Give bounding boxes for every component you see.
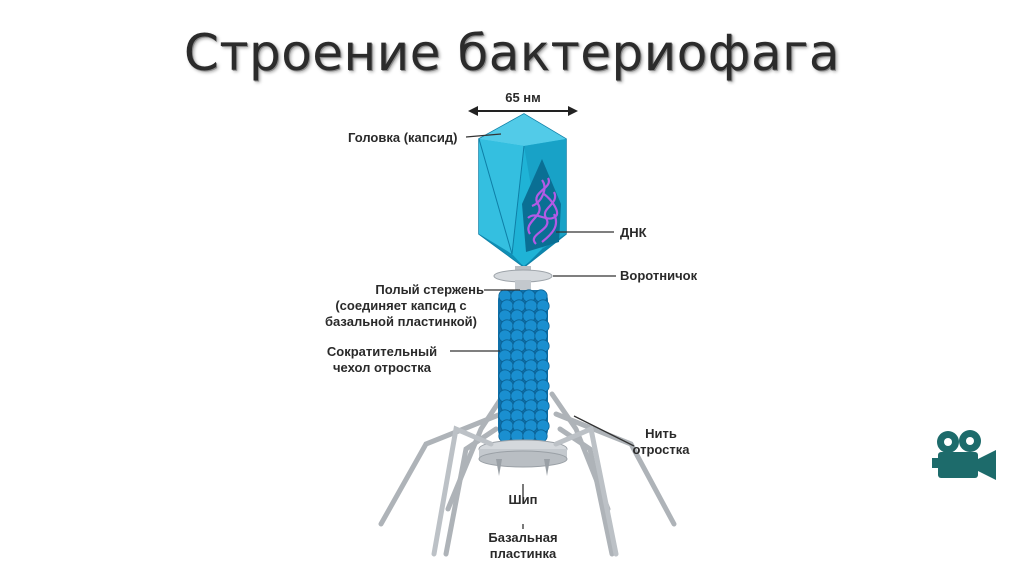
base-label-line1: Базальная (488, 530, 558, 545)
rod-label-line2: (соединяет капсид с (335, 298, 467, 313)
leader-lines (450, 133, 635, 529)
dna-label: ДНК (620, 225, 647, 240)
size-arrow (468, 106, 578, 116)
tail-sheath (498, 289, 550, 443)
rod-label-line1: Полый стержень (375, 282, 484, 297)
page-title: Строение бактериофага (183, 24, 841, 82)
spike-label: Шип (508, 492, 538, 507)
fiber-label-line2: отростка (632, 442, 690, 457)
collar (493, 266, 553, 290)
video-button[interactable] (932, 428, 1000, 484)
bacteriophage-illustration (378, 106, 677, 557)
film-camera-icon (932, 430, 996, 480)
base-plate (478, 439, 568, 476)
base-label-line2: пластинка (489, 546, 557, 561)
capsid (478, 113, 567, 268)
dna-strand (527, 177, 559, 245)
size-label: 65 нм (505, 90, 541, 105)
rod-label-line3: базальной пластинкой) (325, 314, 477, 329)
tail-fibers-front (431, 425, 619, 557)
collar-label: Воротничок (620, 268, 698, 283)
fiber-label-line1: Нить (645, 426, 677, 441)
bacteriophage-diagram: 65 нм Головка (капсид) ДНК Воротничок По… (316, 84, 704, 572)
sheath-label-line2: чехол отростка (332, 360, 432, 375)
head-label: Головка (капсид) (348, 130, 458, 145)
sheath-label-line1: Сократительный (326, 344, 438, 359)
